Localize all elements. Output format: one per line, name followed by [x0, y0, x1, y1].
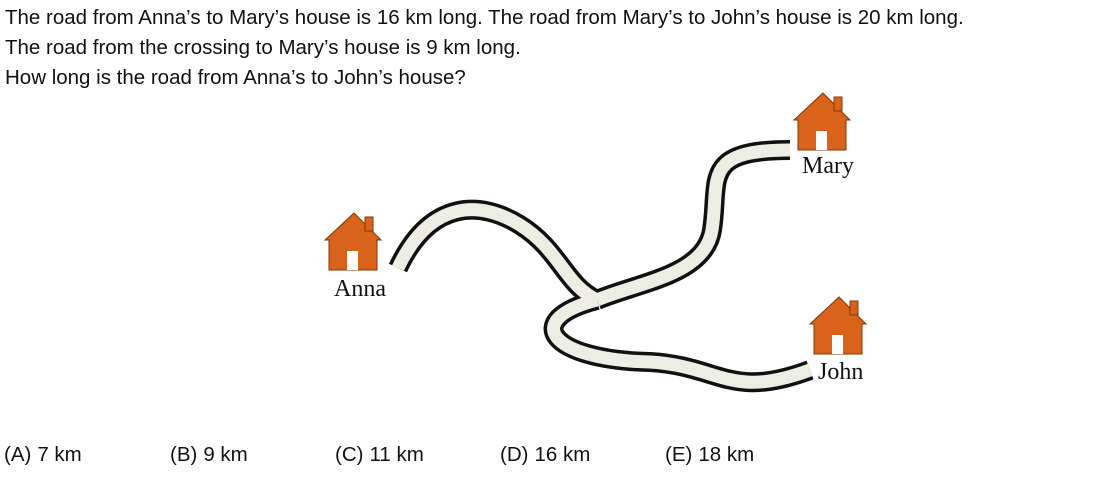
option-c-value: 11 km [369, 443, 424, 466]
option-c[interactable]: (C)11 km [335, 443, 424, 467]
road-surface [392, 143, 813, 389]
road-outline [388, 140, 814, 393]
question-line-3: How long is the road from Anna’s to John… [5, 66, 466, 89]
question-text: The road from Anna’s to Mary’s house is … [5, 3, 1100, 93]
option-d[interactable]: (D)16 km [500, 443, 590, 467]
road-crossing-to-mary [593, 140, 791, 310]
option-a-letter: (A) [4, 443, 32, 466]
option-b-letter: (B) [170, 443, 198, 466]
option-d-value: 16 km [534, 443, 591, 466]
option-e-value: 18 km [698, 443, 755, 466]
question-line-1: The road from Anna’s to Mary’s house is … [5, 6, 964, 29]
house-label-anna: Anna [334, 276, 386, 302]
house-label-john: John [818, 359, 863, 385]
option-a[interactable]: (A)7 km [4, 443, 82, 467]
question-line-2: The road from the crossing to Mary’s hou… [5, 36, 521, 59]
option-b[interactable]: (B)9 km [170, 443, 248, 467]
house-icon-mary [792, 92, 852, 151]
option-d-letter: (D) [500, 443, 529, 466]
option-c-letter: (C) [335, 443, 364, 466]
house-label-mary: Mary [802, 153, 854, 179]
option-e-letter: (E) [665, 443, 693, 466]
option-b-value: 9 km [203, 443, 248, 466]
option-e[interactable]: (E)18 km [665, 443, 754, 467]
house-icon-anna [323, 212, 383, 271]
answer-options: (A)7 km (B)9 km (C)11 km (D)16 km (E)18 … [4, 443, 1004, 473]
option-a-value: 7 km [37, 443, 82, 466]
house-icon-john [808, 296, 868, 355]
